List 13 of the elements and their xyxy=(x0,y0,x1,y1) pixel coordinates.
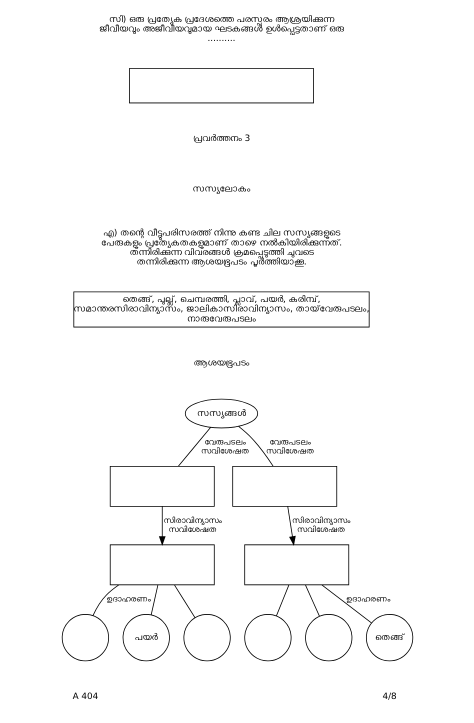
edge-label: സിരാവിന്യാസം സവിശേഷത xyxy=(292,516,350,534)
edge-label: വേരുപടലം സവിശേഷത xyxy=(200,438,249,456)
edge-label: ഉദാഹരണം xyxy=(345,594,390,604)
label: സസ്യലോകം xyxy=(192,184,250,195)
edge-label: ഉദാഹരണം xyxy=(106,594,150,604)
edge-label: വേരുപടലം സവിശേഷത xyxy=(265,438,314,456)
label: സി) ഒരു പ്രത്യേക പ്രദേശത്തെ പരസ്പരം ആശ്രയിക്കുന്ന ജീവീയവും അജീവീയവുമായ ഘടകങ്ങൾ ഉൾപ്പെട്ടതാണ് ഒരു .......... xyxy=(98,14,344,44)
label: 4/8 xyxy=(382,692,396,702)
label: പ്രവർത്തനം 3 xyxy=(192,134,250,144)
edge-label: സിരാവിന്യാസം സവിശേഷത xyxy=(162,516,221,534)
label: എ) തന്റെ വീട്ടുപരിസരത്ത് നിന്നു കണ്ട ചില സസ്യങ്ങളുടെ പേരുകളും പ്രത്യേകതകളുമാണ് താഴെ നൽകിയിരിക്കുന്നത്. തന്നിരിക്കുന്ന വിവരങ്ങൾ ക്രമപ്പെടുത്തി ചുവടെ തന്നിരിക്കുന്ന ആശയഭൂപടം പൂർത്തിയാക്കൂ. xyxy=(100,228,342,268)
label: ആശയഭൂപടം xyxy=(192,358,249,368)
label: A 404 xyxy=(72,692,98,702)
